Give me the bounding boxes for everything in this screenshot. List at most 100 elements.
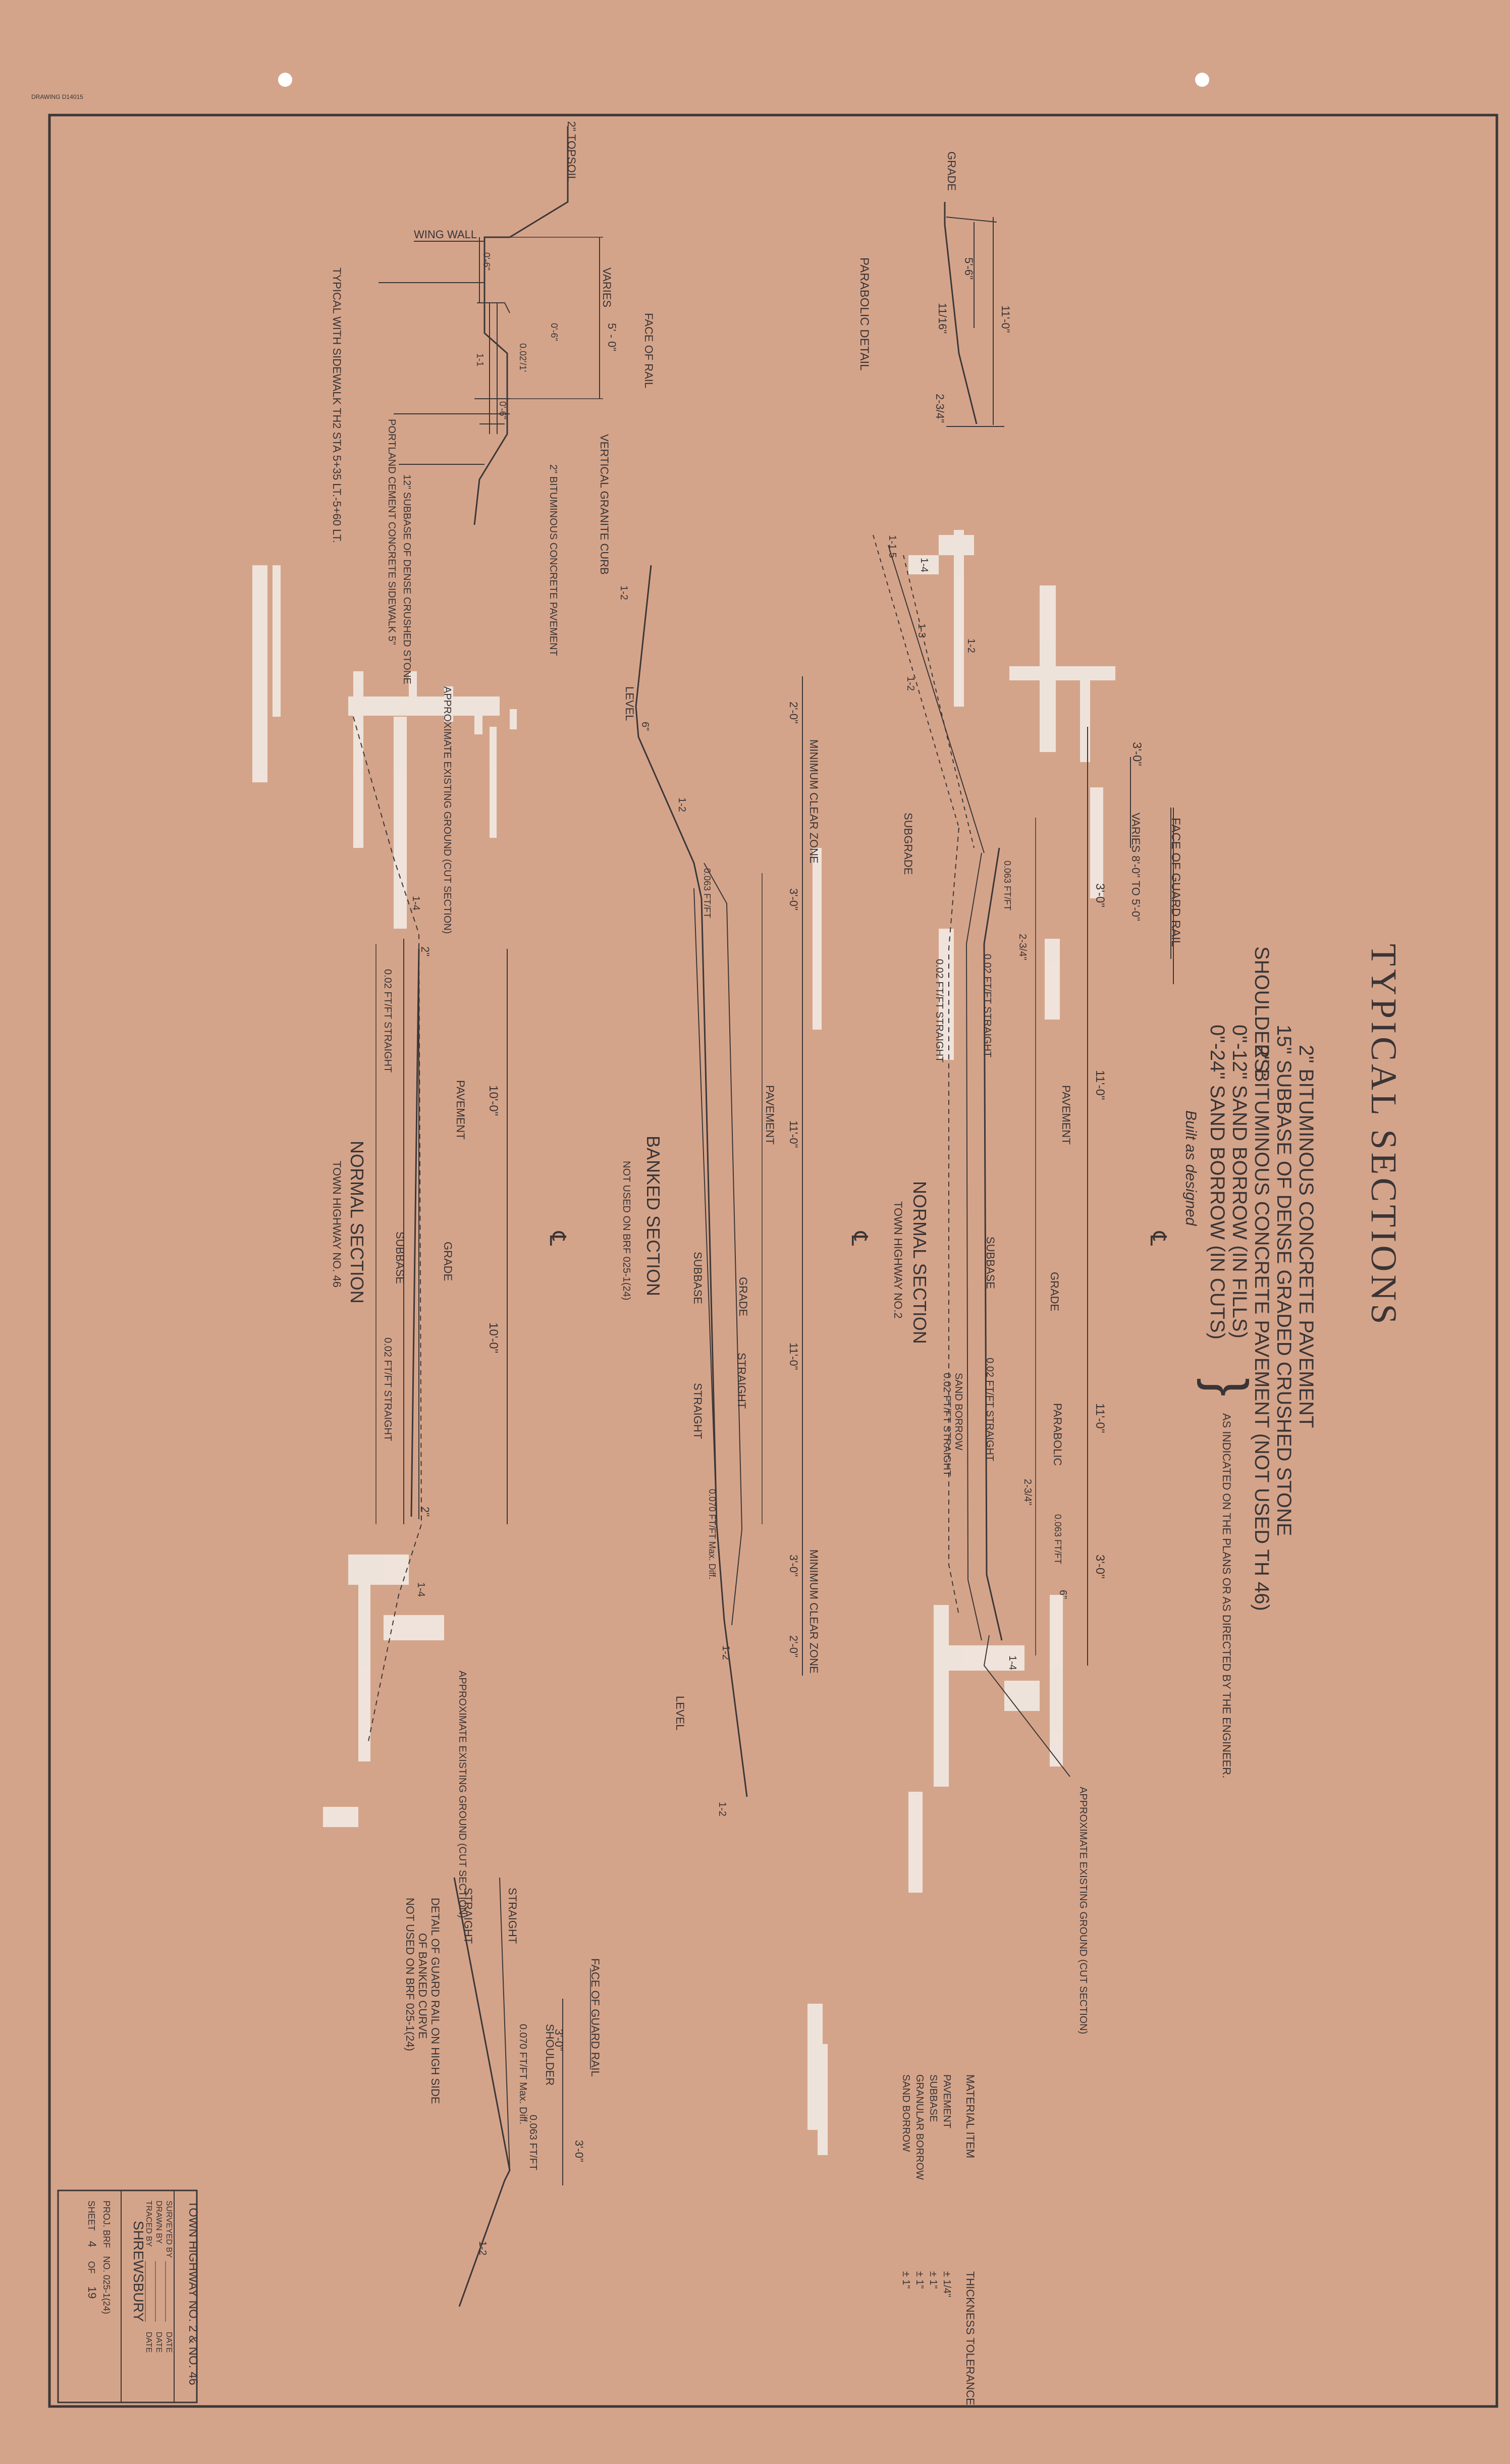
correction-patches xyxy=(252,530,1115,2155)
th2-slope-02d: 0.02 FT/FT STRAIGHT xyxy=(941,1373,952,1476)
th2-dim-11b: 11'-0" xyxy=(1093,1403,1107,1433)
sidewalk-slope: 1-1 xyxy=(475,353,485,366)
th2-pavement: PAVEMENT xyxy=(1060,1085,1072,1145)
guard-max-diff: 0.070 FT/FT Max. Diff. xyxy=(517,2024,528,2124)
sidewalk-caption: TYPICAL WITH SIDEWALK TH2 STA 5+35 LT.-5… xyxy=(331,267,343,543)
banked-max-diff: 0.070 FT/FT Max. Diff. xyxy=(707,1489,717,1579)
tol-row-tol: ± 1" xyxy=(928,2271,939,2289)
th2-dim-11a: 11'-0" xyxy=(1093,1070,1107,1100)
th2-slope-02c: 0.02 FT/FT STRAIGHT xyxy=(984,1358,995,1461)
tb-sheet-no: 4 xyxy=(86,2241,98,2247)
banked-dim-2a: 2'-0" xyxy=(787,702,800,724)
handwritten-note: Built as designed xyxy=(1182,1110,1199,1226)
guard-caption-3: NOT USED ON BRF 025-1(24) xyxy=(404,1898,416,2051)
banked-min-clear-b: MINIMUM CLEAR ZONE xyxy=(807,1549,820,1674)
banked-s12b: 1-2 xyxy=(676,797,687,812)
parabolic-dim-d: 2-3/4" xyxy=(934,394,946,423)
guard-slope-063: 0.063 FT/FT xyxy=(527,2115,538,2170)
th46-slope-b: 0.02 FT/FT STRAIGHT xyxy=(382,1337,393,1441)
th46-s14b: 1-4 xyxy=(415,1582,426,1597)
th2-s14b: 1-4 xyxy=(1007,1655,1018,1670)
guard-dim-3b: 3'-0" xyxy=(573,2140,585,2162)
th2-sand-borrow: SAND BORROW xyxy=(953,1373,964,1450)
th2-grade: GRADE xyxy=(1048,1272,1061,1311)
banked-dim-2b: 2'-0" xyxy=(787,1635,800,1657)
sheet-title: TYPICAL SECTIONS xyxy=(1364,944,1404,1327)
sidewalk-detail: 2" TOPSOIL WING WALL VARIES FACE OF RAIL… xyxy=(331,121,655,684)
banked-dim-3a: 3'-0" xyxy=(787,888,800,910)
sidewalk-dim-02: 0.02'/1' xyxy=(518,343,528,372)
th46-slope-a: 0.02 FT/FT STRAIGHT xyxy=(382,969,393,1073)
banked-level-a: LEVEL xyxy=(623,686,636,721)
banked-straight-b: STRAIGHT xyxy=(691,1383,704,1439)
topsoil-label: 2" TOPSOIL xyxy=(565,121,578,182)
material-line-2: 15" SUBBASE OF DENSE GRADED CRUSHED STON… xyxy=(1273,1025,1295,1536)
th2-dim-3a: 3'-0" xyxy=(1130,742,1144,766)
banked-straight-a: STRAIGHT xyxy=(735,1353,748,1409)
th2-d6: 6" xyxy=(1057,1590,1068,1599)
th46-section-sub: TOWN HIGHWAY NO. 46 xyxy=(331,1161,343,1288)
th2-centerline: ℄ xyxy=(1146,1231,1170,1246)
banked-level-b: LEVEL xyxy=(674,1696,686,1731)
th46-centerline: ℄ xyxy=(545,1231,570,1246)
material-line-3: 2" BITUMINOUS CONCRETE PAVEMENT (NOT USE… xyxy=(1251,1045,1273,1611)
th2-face-guard-rail: FACE OF GUARD RAIL xyxy=(1169,818,1182,947)
sidewalk-dim-06b: 0'-6" xyxy=(549,323,559,341)
th2-s12b: 1-2 xyxy=(905,676,916,691)
banked-s12d: 1-2 xyxy=(717,1802,728,1816)
punch-hole xyxy=(278,73,292,87)
material-notes: 2" BITUMINOUS CONCRETE PAVEMENT 15" SUBB… xyxy=(1197,946,1317,1778)
tolerance-table: MATERIAL ITEM THICKNESS TOLERANCE PAVEME… xyxy=(900,2074,977,2405)
th2-section-name: NORMAL SECTION xyxy=(909,1181,930,1344)
tb-project-no: NO. 025-1(24) xyxy=(101,2256,112,2314)
parabolic-dim-b: 5'-6" xyxy=(962,257,975,280)
tol-row-tol: ± 1/4" xyxy=(941,2271,952,2297)
brace-note: AS INDICATED ON THE PLANS OR AS DIRECTED… xyxy=(1220,1413,1233,1778)
tb-surveyed: SURVEYED BY xyxy=(165,2201,173,2258)
tol-col-1: MATERIAL ITEM xyxy=(964,2074,977,2158)
tol-row-item: GRANULAR BORROW xyxy=(914,2074,925,2180)
banked-pavement: PAVEMENT xyxy=(764,1085,776,1145)
tol-row-tol: ± 1" xyxy=(914,2271,925,2289)
varies-label: VARIES xyxy=(601,267,613,307)
th2-parabolic: PARABOLIC xyxy=(1051,1403,1064,1466)
th2-slope-063b: 0.063 FT/FT xyxy=(1053,1514,1063,1564)
guard-straight-b: STRAIGHT xyxy=(462,1888,474,1944)
normal-section-th2: FACE OF GUARD RAIL VARIES 8'-0" TO 5'-0"… xyxy=(873,534,1182,2034)
th46-approx-a: APPROXIMATE EXISTING GROUND (CUT SECTION… xyxy=(442,686,453,934)
banked-d6: 6" xyxy=(639,722,651,731)
wing-wall-label: WING WALL xyxy=(414,228,477,241)
th46-pavement: PAVEMENT xyxy=(454,1080,467,1140)
brace-symbol: } xyxy=(1197,1378,1259,1397)
th2-s115: 1-1.5 xyxy=(887,535,898,558)
parabolic-grade: GRADE xyxy=(945,151,958,191)
th2-dim-3b: 3'-0" xyxy=(1093,883,1107,907)
parabolic-label: PARABOLIC DETAIL xyxy=(857,257,871,371)
tb-date: DATE xyxy=(144,2332,153,2352)
tb-of-label: OF xyxy=(86,2261,96,2274)
tb-town: SHREWSBURY xyxy=(131,2221,146,2322)
th2-slope-063a: 0.063 FT/FT xyxy=(1002,861,1012,910)
tb-sheet-label: SHEET xyxy=(86,2201,96,2231)
material-line-4: 0"-12" SAND BORROW (IN FILLS) xyxy=(1228,1025,1251,1338)
banked-centerline: ℄ xyxy=(847,1231,872,1246)
guard-s12: 1-2 xyxy=(477,2241,488,2256)
banked-dim-11a: 11'-0" xyxy=(787,1120,800,1148)
th2-dim-3c: 3'-0" xyxy=(1093,1555,1107,1579)
normal-section-th46: APPROXIMATE EXISTING GROUND (CUT SECTION… xyxy=(331,686,570,1918)
sidewalk-dim-5: 5' - 0" xyxy=(606,323,618,351)
th46-grade: GRADE xyxy=(442,1242,454,1281)
subbase-label: 12" SUBBASE OF DENSE CRUSHED STONE xyxy=(401,474,412,684)
tol-row-item: SUBBASE xyxy=(928,2074,939,2122)
face-of-rail-label: FACE OF RAIL xyxy=(642,313,655,388)
th46-dim-10a: 10'-0" xyxy=(487,1085,500,1116)
banked-section-name: BANKED SECTION xyxy=(643,1136,664,1296)
tb-drawn: DRAWN BY xyxy=(154,2201,163,2244)
th2-s14a: 1-4 xyxy=(919,558,930,572)
pcc-sidewalk-label: PORTLAND CEMENT CONCRETE SIDEWALK 5" xyxy=(386,419,397,645)
material-line-1: 2" BITUMINOUS CONCRETE PAVEMENT xyxy=(1295,1045,1317,1428)
bit-conc-label: 2" BITUMINOUS CONCRETE PAVEMENT xyxy=(548,464,559,656)
sidewalk-dim-06c: 0'-6" xyxy=(498,401,508,419)
